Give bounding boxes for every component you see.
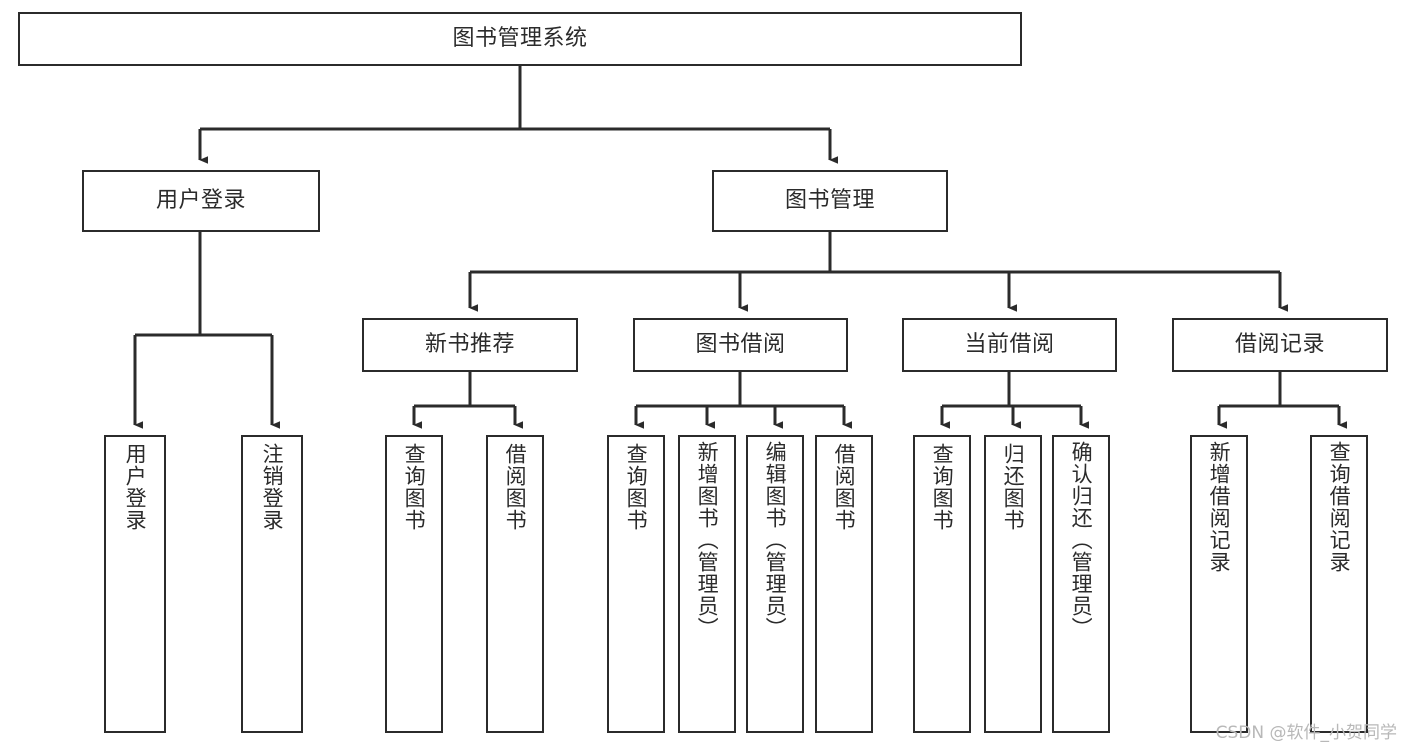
node-leaf-return-book[interactable]: 归还图书 [984,435,1042,733]
node-leaf-query-book-1-label: 查询图书 [402,443,427,531]
node-leaf-user-login[interactable]: 用户登录 [104,435,166,733]
node-leaf-borrow-book-1-label: 借阅图书 [503,443,528,531]
node-book-manage[interactable]: 图书管理 [712,170,948,232]
node-leaf-edit-book-label: 编辑图书（管理员） [763,441,788,639]
node-leaf-query-record-label: 查询借阅记录 [1327,441,1352,573]
node-new-book-rec[interactable]: 新书推荐 [362,318,578,372]
node-leaf-query-book-2-label: 查询图书 [624,443,649,531]
node-leaf-borrow-book-2[interactable]: 借阅图书 [815,435,873,733]
node-leaf-add-record[interactable]: 新增借阅记录 [1190,435,1248,733]
node-leaf-query-book-3[interactable]: 查询图书 [913,435,971,733]
node-root[interactable]: 图书管理系统 [18,12,1022,66]
node-leaf-query-book-1[interactable]: 查询图书 [385,435,443,733]
node-book-borrow[interactable]: 图书借阅 [633,318,848,372]
node-leaf-logout[interactable]: 注销登录 [241,435,303,733]
node-user-login-label: 用户登录 [155,187,246,213]
node-leaf-add-book-label: 新增图书（管理员） [695,441,720,639]
node-leaf-confirm-return[interactable]: 确认归还（管理员） [1052,435,1110,733]
node-leaf-query-book-3-label: 查询图书 [930,443,955,531]
node-leaf-query-book-2[interactable]: 查询图书 [607,435,665,733]
node-leaf-user-login-label: 用户登录 [123,443,148,531]
node-borrow-record-label: 借阅记录 [1234,331,1325,357]
node-current-borrow[interactable]: 当前借阅 [902,318,1117,372]
node-leaf-borrow-book-2-label: 借阅图书 [832,443,857,531]
node-leaf-add-book[interactable]: 新增图书（管理员） [678,435,736,733]
node-user-login[interactable]: 用户登录 [82,170,320,232]
node-root-label: 图书管理系统 [452,25,588,51]
node-leaf-add-record-label: 新增借阅记录 [1207,441,1232,573]
node-new-book-rec-label: 新书推荐 [424,331,515,357]
node-leaf-confirm-return-label: 确认归还（管理员） [1069,441,1094,639]
node-leaf-borrow-book-1[interactable]: 借阅图书 [486,435,544,733]
node-leaf-logout-label: 注销登录 [260,443,285,531]
node-leaf-return-book-label: 归还图书 [1001,443,1026,531]
node-current-borrow-label: 当前借阅 [964,331,1055,357]
node-leaf-query-record[interactable]: 查询借阅记录 [1310,435,1368,733]
node-book-manage-label: 图书管理 [784,187,875,213]
node-leaf-edit-book[interactable]: 编辑图书（管理员） [746,435,804,733]
node-borrow-record[interactable]: 借阅记录 [1172,318,1388,372]
node-book-borrow-label: 图书借阅 [695,331,786,357]
